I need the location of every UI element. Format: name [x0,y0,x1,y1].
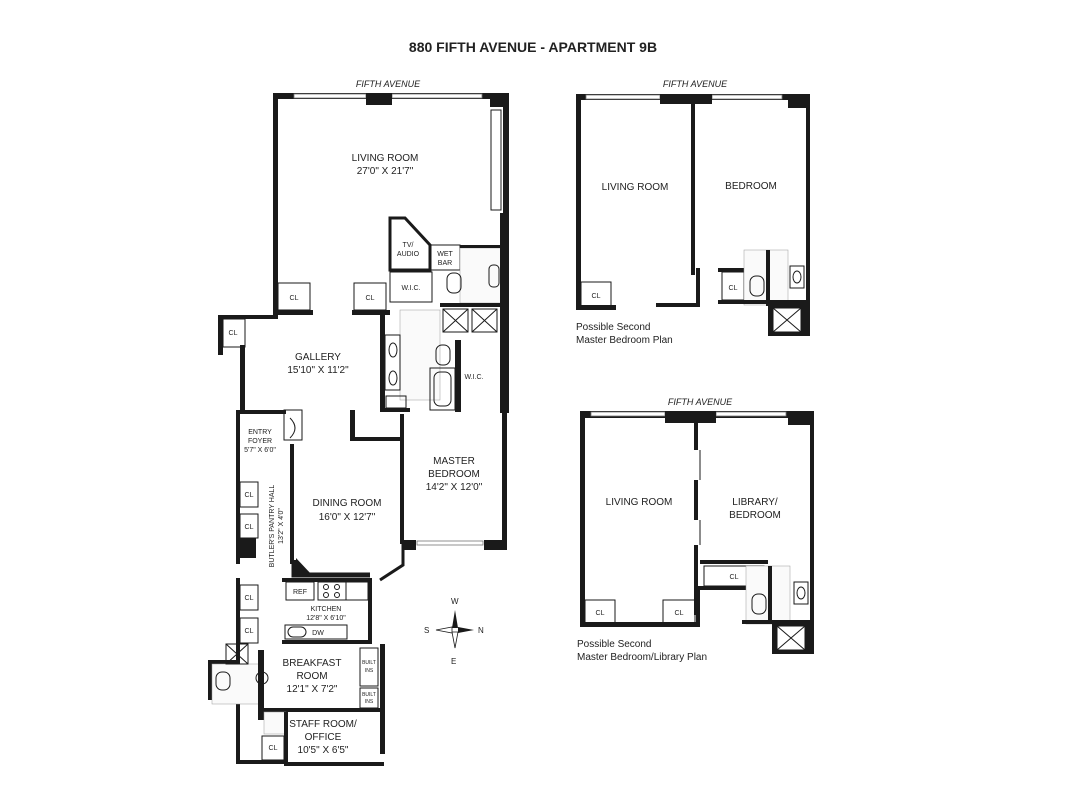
closet-label: CL [366,295,375,302]
alt1-living-label: LIVING ROOM [602,182,669,193]
closet-label: CL [269,745,278,752]
closet-label: CL [290,295,299,302]
alt-plan-second-master-library: FIFTH AVENUE LIVING ROOM LIBRARY/ BEDROO… [577,397,814,663]
entry-foyer: ENTRY FOYER 5'7" X 6'0" [236,409,303,564]
alt-plan-second-master: FIFTH AVENUE LIVING ROOM BEDROOM CL CL P… [576,79,810,346]
room-dim-master: 14'2" X 12'0" [426,482,483,493]
bar-label: BAR [438,260,452,267]
tv-wetbar-block: TV/ AUDIO WET BAR W.I.C. [388,216,461,303]
wic-label: W.I.C. [401,285,420,292]
ins-label-1: INS [365,668,374,674]
alt2-note-2: Master Bedroom/Library Plan [577,652,707,663]
master-bath-block: W.I.C. [380,213,509,413]
compass-north: N [478,626,484,635]
compass-south: S [424,626,429,635]
butlers-pantry: CL CL BUTLER'S PANTRY HALL 13'2" X 4'0" [239,444,294,568]
alt1-closet-label: CL [592,293,601,300]
entry-label: ENTRY [248,429,272,436]
compass-rose: W S N E [424,597,484,666]
room-label-master-1: MASTER [433,456,475,467]
ref-label: REF [293,589,307,596]
kitchen-label: KITCHEN [311,606,342,613]
closet-label: CL [245,492,254,499]
street-label-alt1: FIFTH AVENUE [663,79,728,89]
room-dim-dining: 16'0" X 12'7" [319,512,376,523]
alt2-closet-label: CL [730,574,739,581]
alt2-living-label: LIVING ROOM [606,497,673,508]
living-room-walls [273,93,509,315]
butler-label: BUTLER'S PANTRY HALL [269,485,276,568]
compass-west: W [451,597,459,606]
built-label-2: BUILT [362,692,376,698]
foyer-dim: 5'7" X 6'0" [244,447,276,454]
alt1-note-1: Possible Second [576,322,651,333]
tv-label: TV/ [403,242,414,249]
butler-dim: 13'2" X 4'0" [278,508,285,544]
ins-label-2: INS [365,699,374,705]
compass-east: E [451,657,456,666]
room-label-staff-1: STAFF ROOM/ [289,719,357,730]
kitchen: CL CL REF KITCHEN 12'8" X 6'10" DW [236,578,372,738]
room-label-living: LIVING ROOM [352,153,419,164]
wet-label: WET [437,251,453,258]
alt1-note-2: Master Bedroom Plan [576,335,673,346]
room-label-breakfast-1: BREAKFAST [283,658,342,669]
living-closets: CL CL [277,282,387,311]
dining-room [291,540,507,582]
closet-label: CL [245,524,254,531]
wic-label: W.I.C. [464,374,483,381]
audio-label: AUDIO [397,251,420,258]
master-bedroom-walls [400,412,507,547]
room-label-staff-2: OFFICE [305,732,342,743]
closet-label: CL [229,330,238,337]
breakfast-staff-area: BUILT INS BUILT INS CL [208,643,385,766]
room-dim-breakfast: 12'1" X 7'2" [287,684,338,695]
alt2-library-label-1: LIBRARY/ [732,497,778,508]
kitchen-dim: 12'8" X 6'10" [306,615,346,622]
alt1-bedroom-label: BEDROOM [725,181,777,192]
built-label-1: BUILT [362,660,376,666]
closet-label: CL [245,595,254,602]
alt2-closet-label: CL [596,610,605,617]
alt1-closet-label: CL [729,285,738,292]
alt2-library-label-2: BEDROOM [729,510,781,521]
alt2-note-1: Possible Second [577,639,652,650]
main-floor-plan: FIFTH AVENUE CL CL LIVING ROOM 27'0" X 2… [208,79,509,766]
room-label-breakfast-2: ROOM [296,671,327,682]
gallery-walls: CL [218,315,400,441]
room-dim-living: 27'0" X 21'7" [357,166,414,177]
closet-label: CL [245,628,254,635]
foyer-label: FOYER [248,438,272,445]
room-label-master-2: BEDROOM [428,469,480,480]
room-label-dining: DINING ROOM [313,498,382,509]
room-dim-staff: 10'5" X 6'5" [298,745,349,756]
alt2-closet-label: CL [675,610,684,617]
room-label-gallery: GALLERY [295,352,341,363]
room-dim-gallery: 15'10" X 11'2" [287,365,349,376]
dw-label: DW [312,630,324,637]
street-label-main: FIFTH AVENUE [356,79,421,89]
plan-title: 880 FIFTH AVENUE - APARTMENT 9B [409,39,657,55]
street-label-alt2: FIFTH AVENUE [668,397,733,407]
